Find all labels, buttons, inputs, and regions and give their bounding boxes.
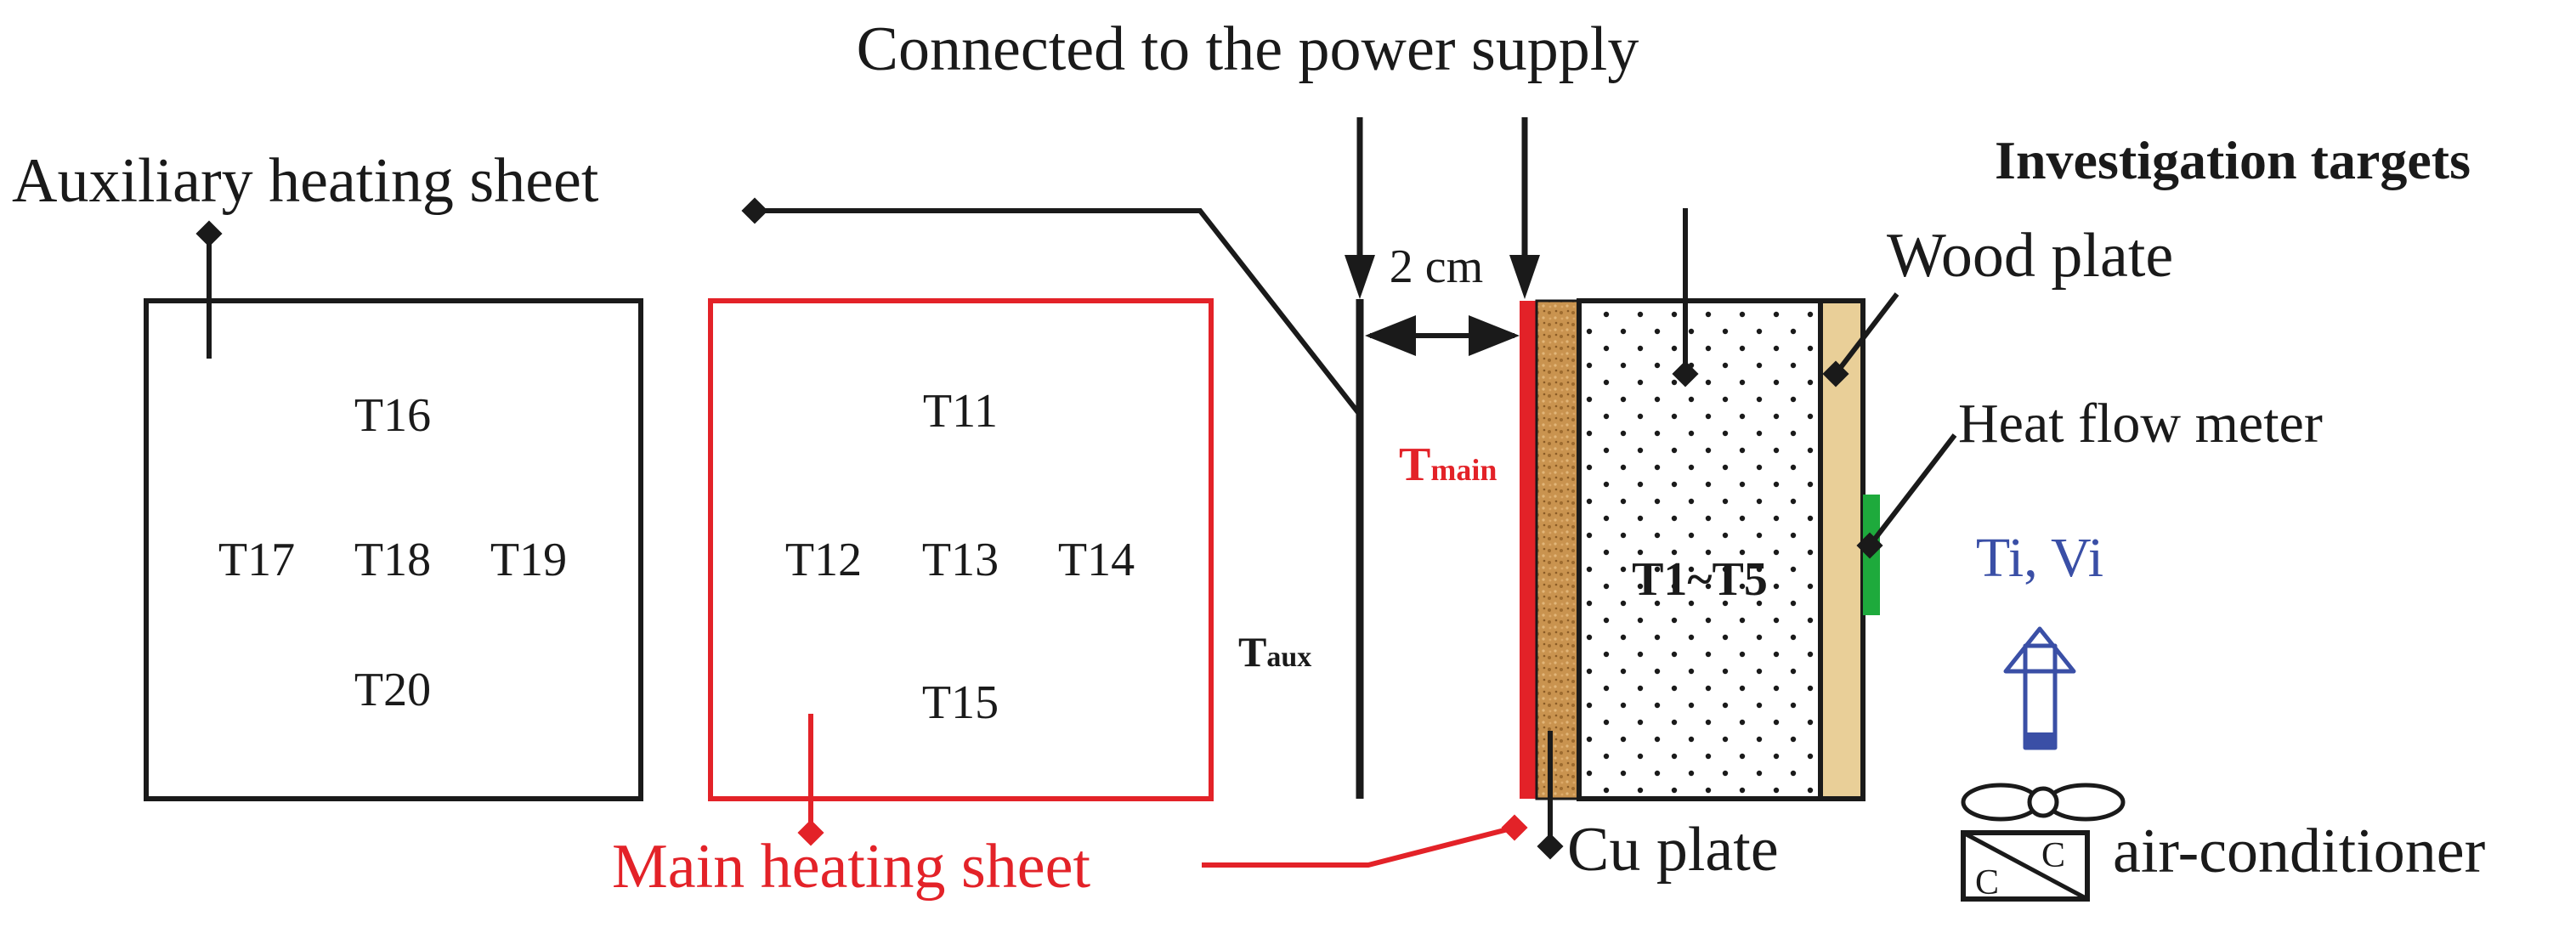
sensor-label: T16 [354,389,431,442]
main-sheet-label: Main heating sheet [612,832,1090,902]
investigation-targets-label: Investigation targets [1995,130,2471,190]
wood-plate [1818,298,1865,801]
cu-plate-label: Cu plate [1567,815,1779,885]
sensor-label: T12 [785,534,862,586]
ac-symbol-letter: C [2041,836,2065,875]
investigation-targets-leader [1672,208,1699,387]
sensor-label: T14 [1058,534,1135,586]
sensor-label: T17 [218,534,295,586]
heat-flow-meter-label: Heat flow meter [1958,393,2323,455]
aux-sheet-leader [741,197,1362,416]
spacing-label: 2 cm [1390,240,1483,293]
wood-plate-label: Wood plate [1887,221,2173,291]
heat-flow-meter-leader [1856,433,1957,559]
ac-symbol-letter: C [1975,863,1999,902]
power-supply-label: Connected to the power supply [857,14,1639,84]
air-conditioner-icon: C C [1961,830,2090,902]
cu-plate [1535,299,1581,800]
air-conditioner-label: air-conditioner [2113,817,2485,886]
sensor-label: T15 [922,676,999,729]
main-sheet-leader [1202,814,1528,868]
power-supply-arrows [1345,117,1540,299]
sensor-label: T11 [923,385,998,438]
investigation-target [1577,298,1823,801]
aux-sheet-label: Auxiliary heating sheet [12,146,599,216]
sensor-label: T20 [354,664,431,716]
t-aux-label: Taux [1238,628,1311,676]
fan-icon [1961,783,2126,822]
sensor-label: T13 [922,534,999,586]
ti-vi-label: Ti, Vi [1976,527,2103,589]
main-heating-panel: T11 T12 T13 T14 T15 [708,298,1214,846]
main-sheet-side-view [1520,301,1537,799]
t-main-label: Tmain [1399,438,1497,491]
t1-t5-label: T1~T5 [1632,553,1768,606]
aux-heating-panel: T16 T17 T18 T19 T20 [144,220,643,801]
sensor-label: T19 [490,534,567,586]
sensor-label: T18 [354,534,431,586]
up-arrow-icon [2003,626,2076,750]
wood-plate-leader [1822,292,1899,387]
